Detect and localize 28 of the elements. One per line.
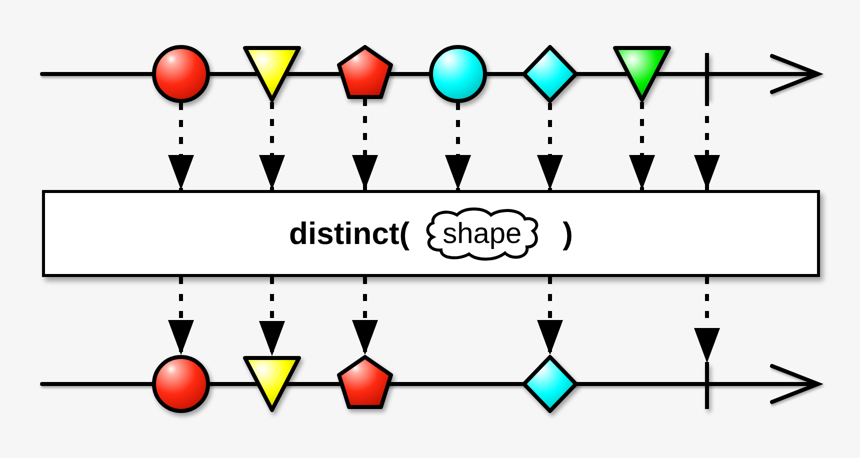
- pentagon-marble: [337, 355, 393, 409]
- completion-mark: [705, 53, 709, 99]
- dotted-arrow: [168, 277, 194, 355]
- dotted-arrow: [694, 99, 720, 190]
- dotted-arrow: [537, 277, 563, 355]
- closing-parenthesis: ): [562, 216, 573, 252]
- circle-marble: [152, 45, 210, 103]
- triangle-marble: [613, 46, 671, 102]
- dotted-arrow: [629, 102, 655, 190]
- circle-marble: [429, 45, 487, 103]
- parameter-label: shape: [442, 216, 522, 250]
- dotted-arrow: [537, 103, 563, 190]
- pentagon-marble: [337, 45, 393, 99]
- dotted-arrow: [694, 277, 720, 363]
- circle-marble: [152, 355, 210, 413]
- operator-box: [42, 190, 820, 277]
- dotted-arrow: [445, 103, 471, 190]
- dotted-arrow: [352, 277, 378, 355]
- diamond-marble: [522, 45, 578, 103]
- triangle-marble: [243, 46, 301, 102]
- operator-name: distinct(: [289, 216, 410, 252]
- dotted-arrow: [259, 277, 285, 356]
- dotted-arrow: [259, 102, 285, 190]
- triangle-marble: [243, 356, 301, 412]
- dotted-arrow: [168, 103, 194, 190]
- dotted-arrow: [352, 99, 378, 190]
- diamond-marble: [522, 355, 578, 413]
- completion-mark: [705, 363, 709, 409]
